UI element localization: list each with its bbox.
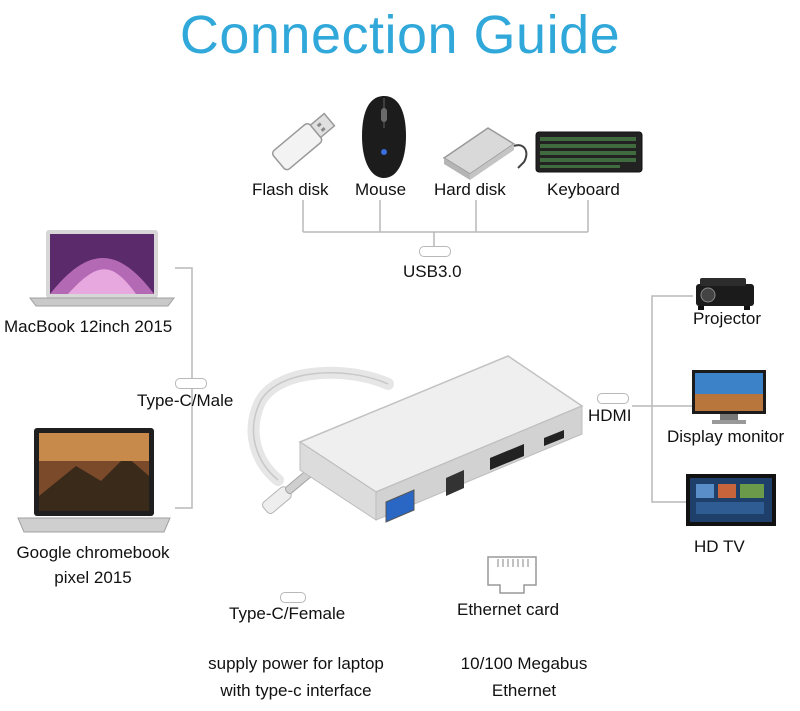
chromebook-icon <box>17 428 171 533</box>
typec-male-port-mark <box>175 378 207 389</box>
hd-tv-icon <box>686 474 776 526</box>
display-monitor-label: Display monitor <box>667 427 785 446</box>
mouse-label: Mouse <box>355 180 407 199</box>
keyboard-label: Keyboard <box>547 180 620 199</box>
flash-disk-icon <box>271 112 336 171</box>
ethernet-desc-line1: 10/100 Megabus <box>460 654 588 673</box>
usb-port-mark <box>419 246 451 257</box>
hard-disk-label: Hard disk <box>434 180 506 199</box>
ethernet-label: Ethernet card <box>457 600 560 619</box>
projector-label: Projector <box>693 309 762 328</box>
ethernet-port-icon <box>487 556 537 594</box>
typec-female-desc-line1: supply power for laptop <box>208 654 384 673</box>
hdmi-label: HDMI <box>588 406 632 425</box>
display-monitor-icon <box>692 370 766 424</box>
usb-hub-label: USB3.0 <box>403 262 462 281</box>
hard-disk-icon <box>442 127 528 180</box>
macbook-label: MacBook 12inch 2015 <box>4 317 173 336</box>
flash-disk-label: Flash disk <box>252 180 329 199</box>
hdmi-port-mark <box>597 393 629 404</box>
typec-male-label: Type-C/Male <box>137 391 234 410</box>
keyboard-icon <box>535 131 643 173</box>
page-title: Connection Guide <box>179 5 621 65</box>
hd-tv-label: HD TV <box>694 537 745 556</box>
chromebook-label-line2: pixel 2015 <box>54 568 132 587</box>
projector-icon <box>696 278 754 310</box>
macbook-icon <box>29 230 175 307</box>
typec-female-desc-line2: with type-c interface <box>220 681 372 700</box>
chromebook-label-line1: Google chromebook <box>16 543 170 562</box>
typec-female-port-mark <box>280 592 306 603</box>
ethernet-desc-line2: Ethernet <box>491 681 557 700</box>
usb-c-hub-icon <box>247 355 584 523</box>
typec-female-label: Type-C/Female <box>229 604 346 623</box>
mouse-icon <box>362 96 406 178</box>
